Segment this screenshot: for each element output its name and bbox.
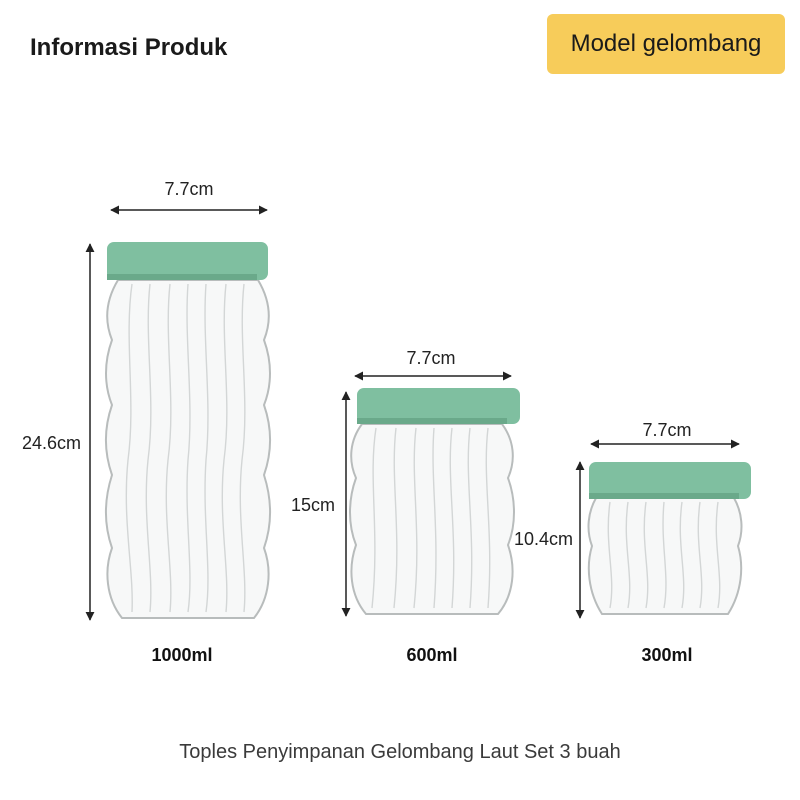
jar-600ml-width-label: 7.7cm [406, 348, 456, 368]
model-badge: Model gelombang [547, 14, 785, 74]
product-caption: Toples Penyimpanan Gelombang Laut Set 3 … [179, 741, 621, 763]
page-title: Informasi Produk [30, 34, 228, 61]
jar-body-600ml [349, 423, 515, 615]
jar-300ml-width-label: 7.7cm [642, 420, 692, 440]
jar-600ml [341, 371, 520, 617]
jar-lid-300ml [589, 462, 751, 499]
jar-300ml [575, 439, 751, 619]
jar-lid-600ml [357, 388, 520, 424]
jar-600ml-height-label: 15cm [291, 495, 336, 515]
jar-600ml-volume-label: 600ml [406, 645, 458, 665]
jar-lid-1000ml [107, 242, 268, 280]
jar-300ml-volume-label: 300ml [641, 645, 693, 665]
jar-1000ml [85, 205, 271, 621]
model-badge-label: Model gelombang [570, 30, 762, 57]
jar-300ml-height-label: 10.4cm [514, 529, 574, 549]
jar-1000ml-height-label: 24.6cm [22, 433, 82, 453]
jar-1000ml-volume-label: 1000ml [151, 645, 213, 665]
jar-1000ml-width-label: 7.7cm [164, 179, 214, 199]
